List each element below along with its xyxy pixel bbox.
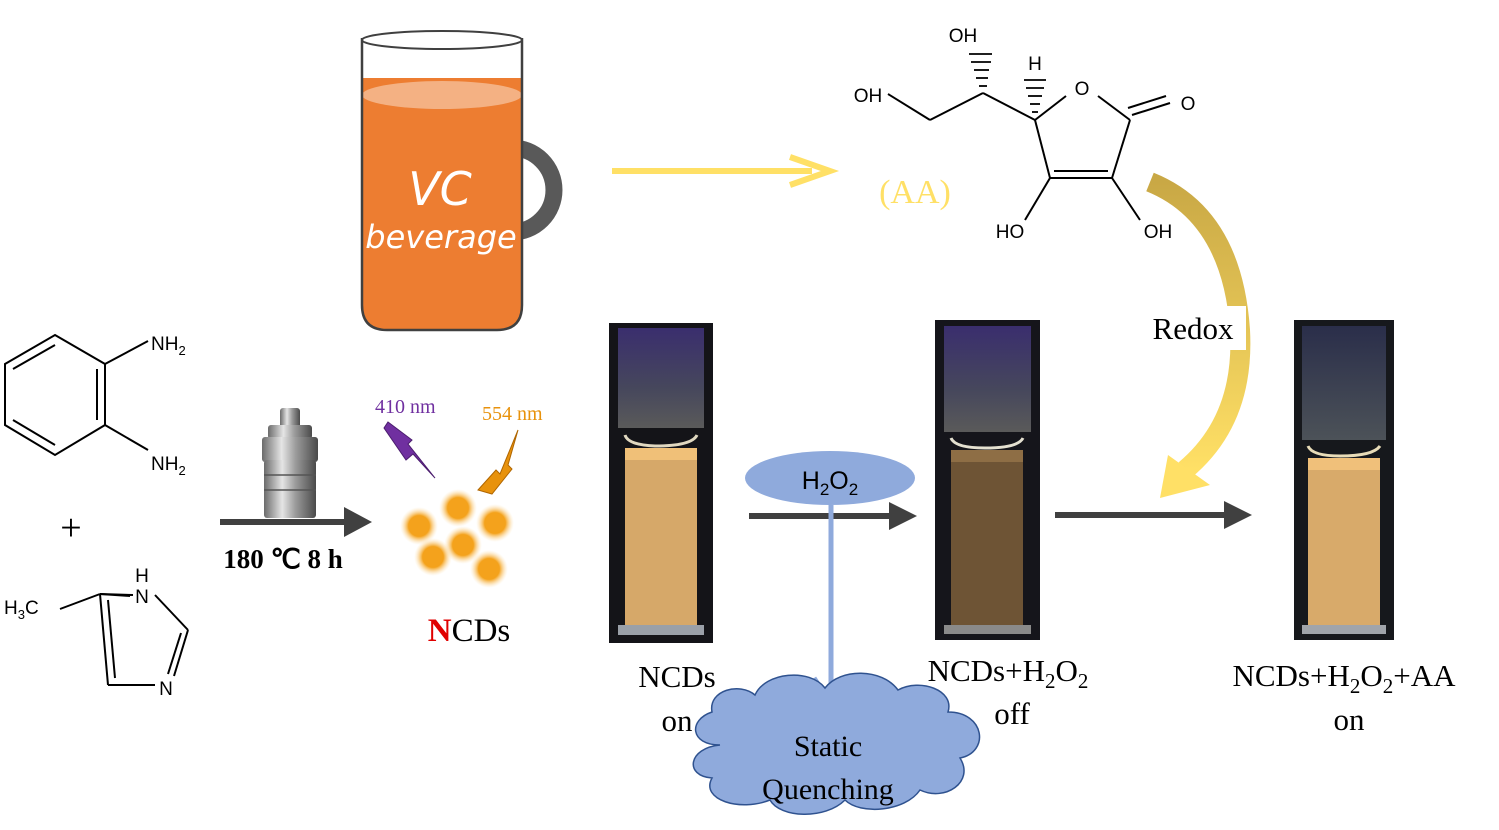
aa-ring-o: O	[1075, 79, 1090, 100]
cuvette-2-state: off	[994, 696, 1030, 731]
cuvette-photo-ncds-h2o2-aa	[1294, 320, 1394, 640]
excitation-wavelength: 410 nm	[375, 396, 436, 418]
h2o2-bubble-label: H2O2	[802, 467, 858, 499]
aa-label: (AA)	[879, 174, 951, 211]
imidazole-h: H	[135, 566, 149, 587]
o-phenylenediamine-structure	[4, 333, 149, 457]
cuvette-3-state: on	[1334, 702, 1366, 737]
ncd-particles	[400, 489, 514, 588]
aa-oh-top: OH	[949, 26, 978, 47]
plus-sign: +	[60, 507, 81, 549]
aa-ho-bottom: HO	[996, 222, 1025, 243]
cuvette-2-name: NCDs+H2O2	[928, 653, 1089, 693]
aa-h-top: H	[1028, 54, 1042, 75]
redox-label: Redox	[1153, 311, 1234, 346]
h2o2-bubble	[745, 451, 915, 505]
methyl-label: H3C	[4, 598, 39, 622]
imidazole-n: N	[159, 679, 173, 700]
nh2-top-label: NH2	[151, 334, 186, 358]
mug-liquid	[362, 78, 522, 330]
aa-oh-left: OH	[854, 86, 883, 107]
cuvette-photo-ncds	[609, 323, 713, 643]
cuvette-1-name: NCDs	[638, 659, 716, 694]
synthesis-arrow	[220, 507, 372, 537]
emission-wavelength: 554 nm	[482, 403, 543, 425]
restore-arrow	[1055, 501, 1252, 529]
excitation-bolt-icon	[383, 421, 436, 479]
static-quenching-cloud	[692, 672, 981, 815]
synthesis-condition: 180 ℃ 8 h	[223, 544, 343, 574]
static-quenching-pointer	[811, 505, 851, 709]
aa-oh-bottom: OH	[1144, 222, 1173, 243]
quenching-arrow	[749, 502, 917, 530]
cuvette-1-state: on	[662, 703, 694, 738]
cuvette-3-name: NCDs+H2O2+AA	[1232, 658, 1456, 698]
extraction-arrow	[612, 154, 840, 188]
quenching-line2: Quenching	[762, 773, 894, 806]
mug-label-beverage: beverage	[365, 218, 516, 256]
mug-foam	[362, 81, 522, 109]
aa-carbonyl-o: O	[1181, 94, 1196, 115]
ascorbic-acid-structure	[887, 53, 1171, 221]
methylimidazole-structure	[59, 593, 189, 686]
cuvette-photo-ncds-h2o2	[935, 320, 1040, 640]
ncds-label: NCDs	[428, 613, 511, 649]
quenching-line1: Static	[794, 730, 862, 763]
vc-beverage-mug: VC beverage	[360, 30, 563, 332]
imidazole-nh-n: N	[135, 587, 149, 608]
mug-label-vc: VC	[408, 162, 472, 216]
nh2-bottom-label: NH2	[151, 454, 186, 478]
emission-bolt-icon	[477, 429, 519, 495]
autoclave-icon	[262, 408, 318, 518]
redox-label-bg	[1140, 306, 1246, 350]
